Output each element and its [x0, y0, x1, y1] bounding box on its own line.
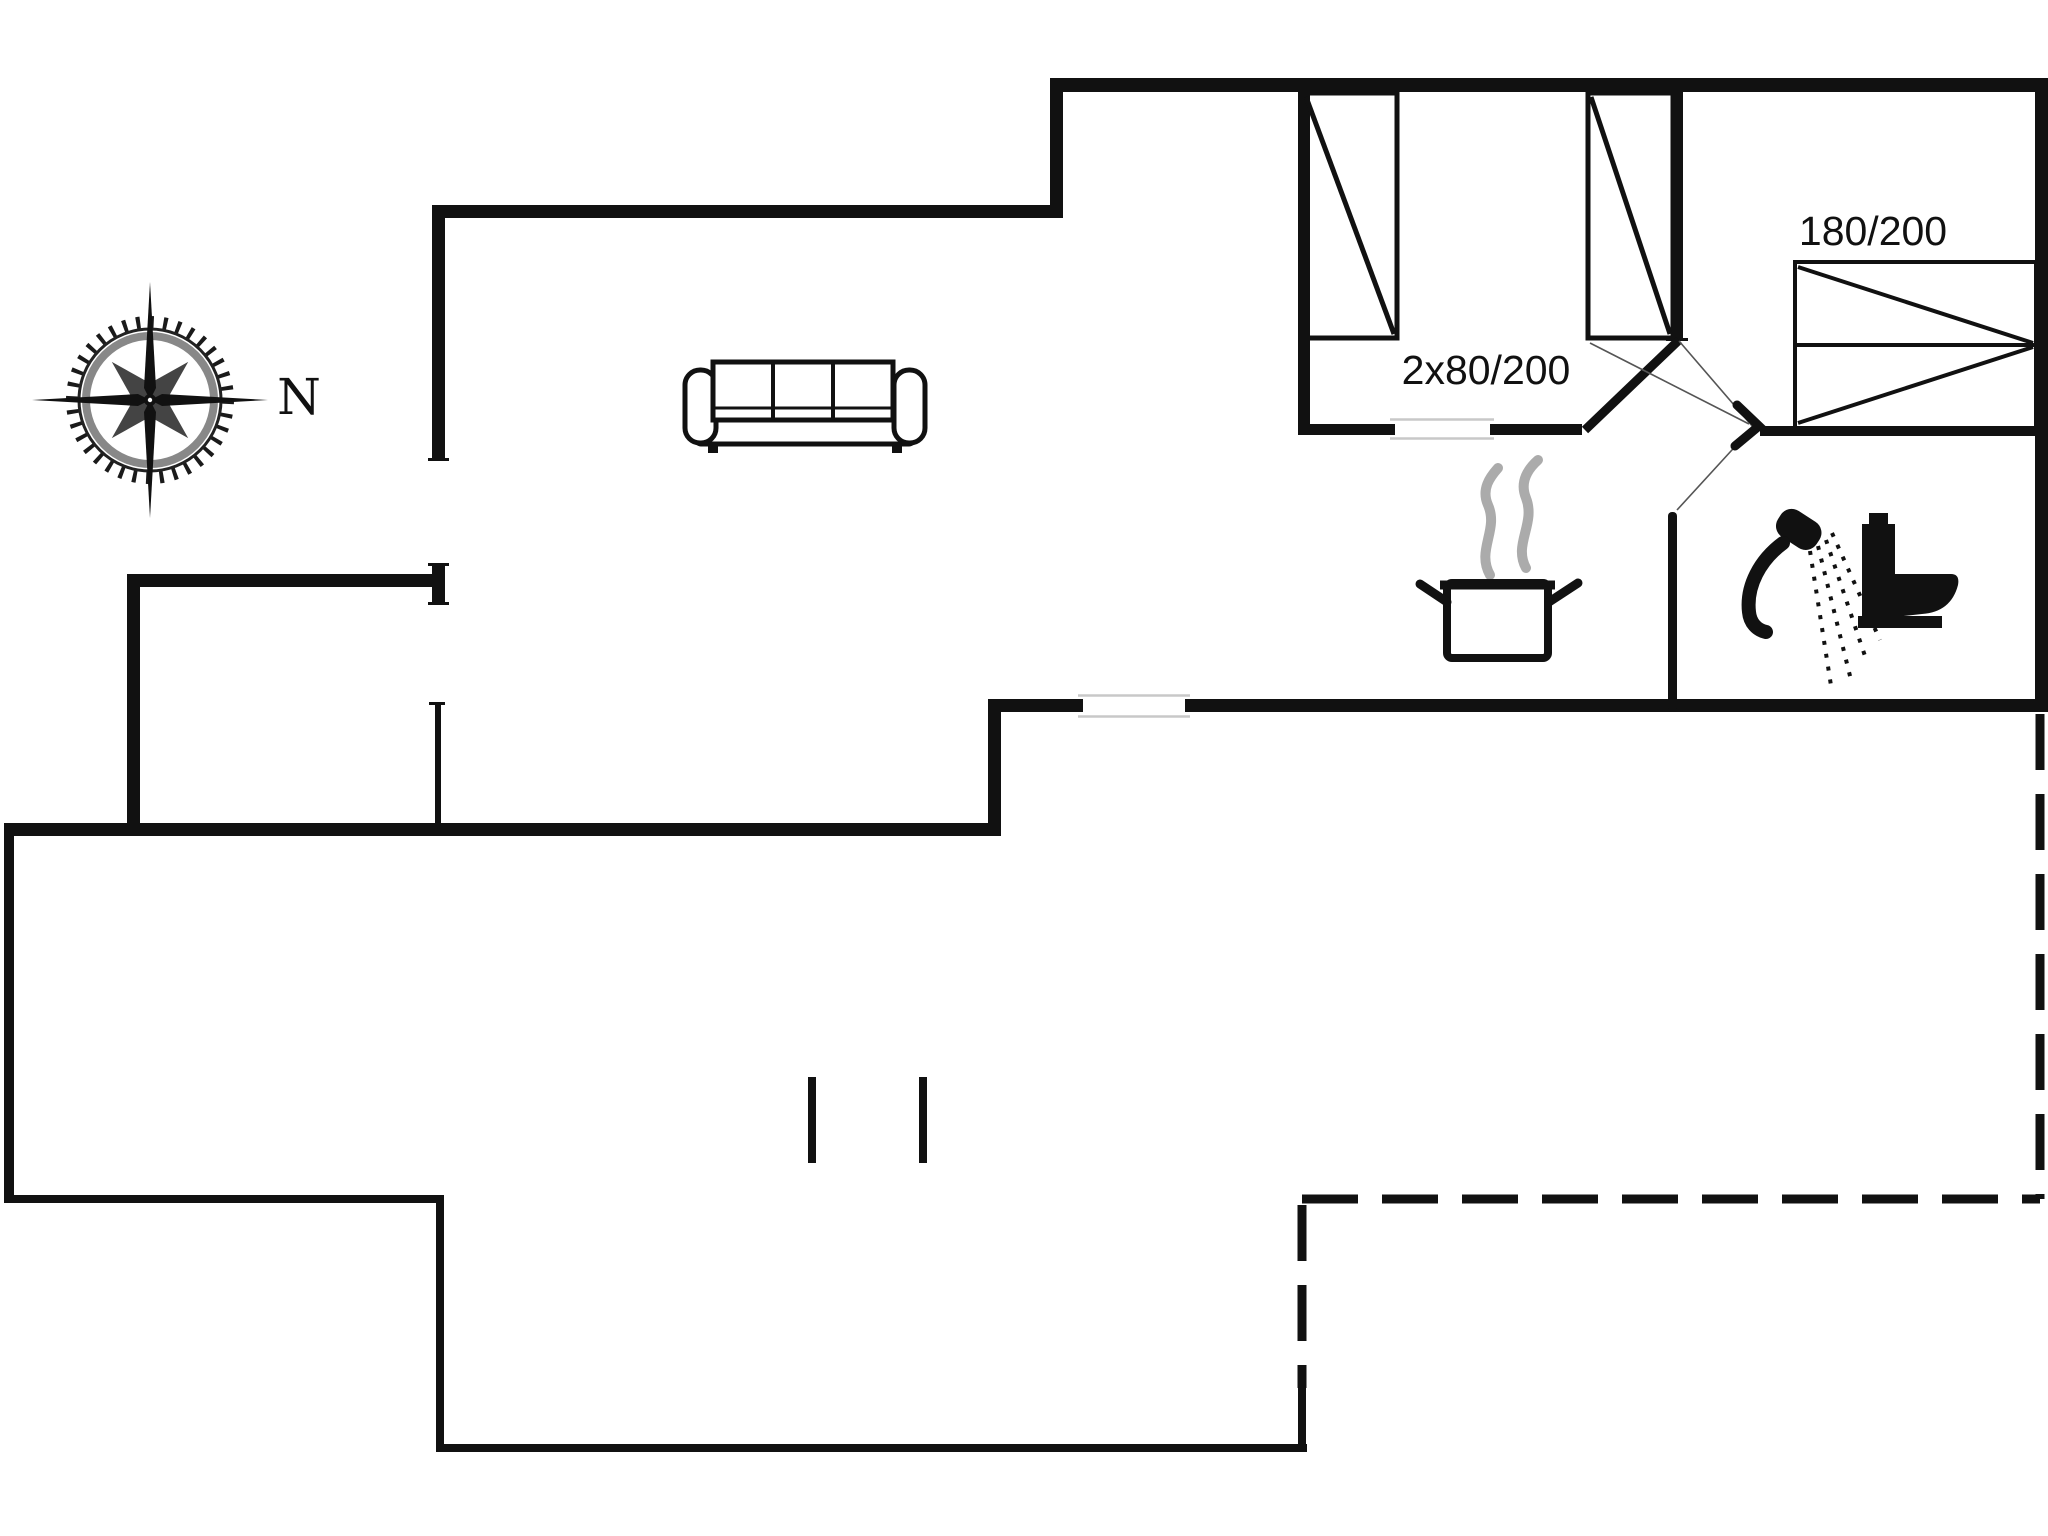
bed-diagonal — [1797, 265, 2034, 345]
wall-end-cap — [428, 563, 449, 566]
bedroom-singles: 2x80/200 — [1300, 90, 1676, 393]
door-swing-line — [1589, 342, 1750, 425]
shower-arm — [1741, 536, 1790, 639]
door-swing-arrow — [1730, 400, 1766, 451]
compass-point — [111, 400, 150, 439]
sofa-leg — [892, 444, 902, 453]
terrace-wall — [4, 1195, 444, 1203]
shower-icon — [1741, 508, 1882, 693]
bed-size-label: 2x80/200 — [1402, 347, 1571, 393]
terrace-wall — [1298, 1388, 1306, 1452]
pot-body — [1443, 579, 1552, 662]
wall-segment — [2035, 78, 2048, 712]
steam-line — [1480, 463, 1503, 580]
compass-north-label: N — [277, 368, 321, 426]
wall-segment — [432, 205, 445, 460]
compass-point — [111, 361, 150, 400]
wall-end-cap — [429, 702, 445, 705]
wall-end-cap — [428, 602, 449, 605]
wall-segment — [1185, 699, 2048, 712]
toilet-tank-cap — [1869, 513, 1888, 525]
door-leaf — [1581, 336, 1683, 434]
terrace-wall — [436, 1195, 444, 1452]
terrace-outline — [4, 714, 2045, 1452]
sofa-cushions — [710, 359, 896, 423]
compass-needle — [144, 400, 156, 518]
wall-segment — [1760, 426, 2036, 436]
interior-walls — [429, 92, 2036, 828]
terrace-dashed-outline — [1297, 714, 2045, 1388]
bed-diagonal — [1588, 96, 1673, 335]
toilet-icon — [1858, 513, 1959, 628]
wall-end-cap — [428, 458, 449, 461]
cooking-pot-icon — [1415, 455, 1583, 662]
compass-rose-icon — [32, 282, 268, 518]
wall-segment — [988, 700, 1001, 836]
terrace-step-mark — [808, 1077, 816, 1163]
spray-line — [1824, 539, 1869, 663]
steam-icon — [1480, 455, 1543, 580]
terrace-step-mark — [919, 1077, 927, 1163]
wall-segment — [1050, 78, 1063, 218]
shower-spray — [1808, 532, 1882, 693]
wall-segment — [1490, 424, 1582, 435]
compass-point — [150, 400, 189, 439]
compass-needle — [150, 394, 268, 406]
wall-segment — [1668, 512, 1677, 712]
bed-outline — [1585, 90, 1676, 341]
bed-size-label: 180/200 — [1799, 208, 1947, 254]
bed-diagonal — [1797, 345, 2034, 425]
toilet-bowl — [1894, 574, 1959, 617]
terrace-wall — [436, 1444, 1307, 1452]
wall-segment — [4, 823, 997, 836]
compass-needle — [32, 394, 150, 406]
compass-diagonal-points — [111, 361, 189, 439]
door-thresholds — [1078, 418, 1494, 718]
steam-line — [1516, 455, 1543, 573]
wall-segment — [432, 205, 1063, 218]
bed-outline — [1300, 90, 1400, 341]
double-bed-icon — [1793, 260, 2038, 430]
wall-segment — [127, 574, 140, 836]
spray-line — [1808, 550, 1834, 693]
sofa-icon — [682, 359, 928, 453]
single-bed-icon — [1300, 90, 1400, 341]
compass-point — [150, 361, 189, 400]
toilet-base — [1858, 616, 1942, 628]
wall-segment — [127, 574, 437, 587]
bedroom-double: 180/200 — [1793, 208, 2038, 430]
wall-segment — [1298, 424, 1395, 435]
compass-needle — [144, 282, 156, 400]
terrace-wall — [4, 828, 14, 1203]
bed-diagonal — [1303, 96, 1397, 335]
sofa-arm — [891, 367, 928, 446]
wall-segment — [988, 699, 1083, 712]
door-swing-icon — [1581, 336, 1766, 511]
wall-segment — [1050, 78, 2048, 92]
compass-needles — [32, 282, 268, 518]
compass-hub-dot — [147, 397, 153, 403]
single-bed-icon — [1585, 90, 1676, 341]
exterior-walls — [4, 78, 2048, 836]
pot-handle — [1415, 579, 1452, 607]
pot-handle — [1544, 578, 1583, 607]
wall-segment — [435, 705, 441, 828]
toilet-tank — [1862, 524, 1895, 618]
sofa-leg — [708, 444, 718, 453]
